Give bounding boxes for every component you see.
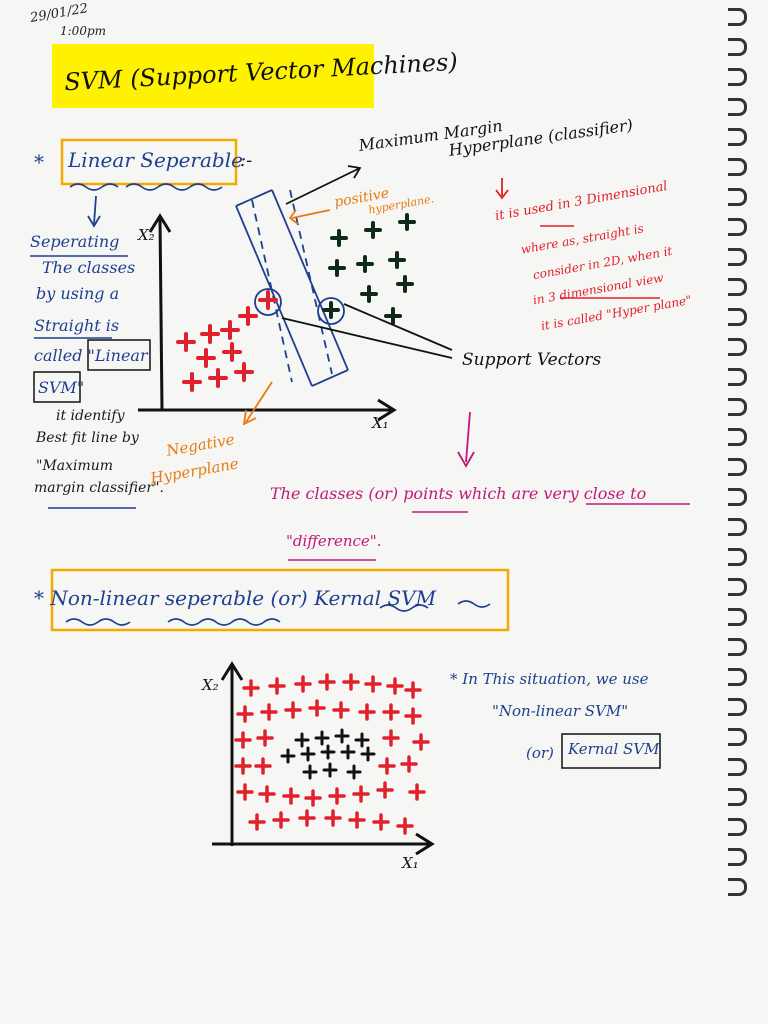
spiral-ring — [728, 428, 747, 446]
spiral-ring — [728, 488, 747, 506]
nonlinear-heading-box — [50, 568, 510, 632]
spiral-ring — [728, 218, 747, 236]
spiral-ring — [728, 458, 747, 476]
spiral-ring — [728, 278, 747, 296]
identify-note-line: margin classifier". — [34, 480, 164, 496]
linear-axes — [138, 213, 397, 422]
magenta-underlines — [288, 503, 690, 561]
spiral-ring — [728, 758, 747, 776]
left-note-line: called "Linear — [34, 346, 148, 365]
nonlinear-note-line: (or) — [526, 744, 554, 762]
spiral-ring — [728, 38, 747, 56]
spiral-ring — [728, 308, 747, 326]
hyperplane-band — [235, 189, 349, 387]
identify-note-line: Best fit line by — [36, 430, 139, 446]
linear-heading-star: * — [34, 150, 44, 174]
left-note-line: Straight is — [34, 316, 120, 335]
spiral-ring — [728, 548, 747, 566]
nonlinear-note-line: Kernal SVM — [568, 740, 660, 758]
nonlinear-axes — [212, 661, 435, 856]
spiral-ring — [728, 368, 747, 386]
squiggle-underlines — [30, 183, 491, 626]
annotation-arrows — [87, 165, 509, 468]
kernal-svm-box — [561, 733, 661, 769]
spiral-ring — [728, 698, 747, 716]
spiral-ring — [728, 818, 747, 836]
spiral-ring — [728, 788, 747, 806]
left-note-line: SVM" — [38, 378, 85, 397]
spiral-ring — [728, 158, 747, 176]
spiral-ring — [728, 188, 747, 206]
spiral-ring — [728, 398, 747, 416]
title-highlight — [52, 44, 374, 108]
note-time: 1:00pm — [60, 24, 107, 38]
support-vectors-label: Support Vectors — [462, 350, 602, 370]
linear-heading-suffix: :- — [240, 150, 253, 171]
nonlinear-y-axis-label: X₂ — [202, 676, 219, 694]
spiral-ring — [728, 98, 747, 116]
spiral-ring — [728, 128, 747, 146]
nonlinear-outer-points — [234, 673, 430, 835]
positive-class-points — [322, 213, 416, 325]
classes-note-line: The classes (or) points which are very c… — [270, 484, 647, 503]
spiral-ring — [728, 728, 747, 746]
spiral-ring — [728, 878, 747, 896]
left-note-line: by using a — [36, 284, 120, 303]
spiral-ring — [728, 668, 747, 686]
nonlinear-heading: * Non-linear seperable (or) Kernal SVM — [34, 586, 437, 610]
linear-y-axis-label: X₂ — [138, 226, 155, 244]
linear-heading: Linear Seperable — [68, 148, 243, 172]
spiral-ring — [728, 578, 747, 596]
linear-heading-box — [60, 138, 238, 186]
spiral-ring — [728, 248, 747, 266]
nonlinear-x-axis-label: X₁ — [402, 854, 419, 872]
spiral-ring — [728, 848, 747, 866]
nonlinear-note-line: "Non-linear SVM" — [492, 702, 629, 720]
nonlinear-inner-points — [280, 728, 376, 780]
spiral-ring — [728, 68, 747, 86]
spiral-ring — [728, 638, 747, 656]
svm-box — [33, 371, 81, 403]
spiral-ring — [728, 338, 747, 356]
spiral-ring — [728, 608, 747, 626]
left-note-line: The classes — [42, 258, 136, 277]
red-underlines — [540, 225, 660, 299]
negative-class-points — [176, 290, 278, 392]
classes-note-line: "difference". — [286, 532, 382, 550]
spiral-ring — [728, 8, 747, 26]
identify-note-line: "Maximum — [36, 458, 114, 474]
left-note-line: Seperating — [30, 232, 120, 251]
nonlinear-note-line: * In This situation, we use — [450, 670, 649, 688]
linear-x-axis-label: X₁ — [372, 414, 389, 432]
identify-note-line: it identify — [56, 408, 125, 424]
linear-svm-box — [87, 339, 151, 371]
spiral-ring — [728, 518, 747, 536]
